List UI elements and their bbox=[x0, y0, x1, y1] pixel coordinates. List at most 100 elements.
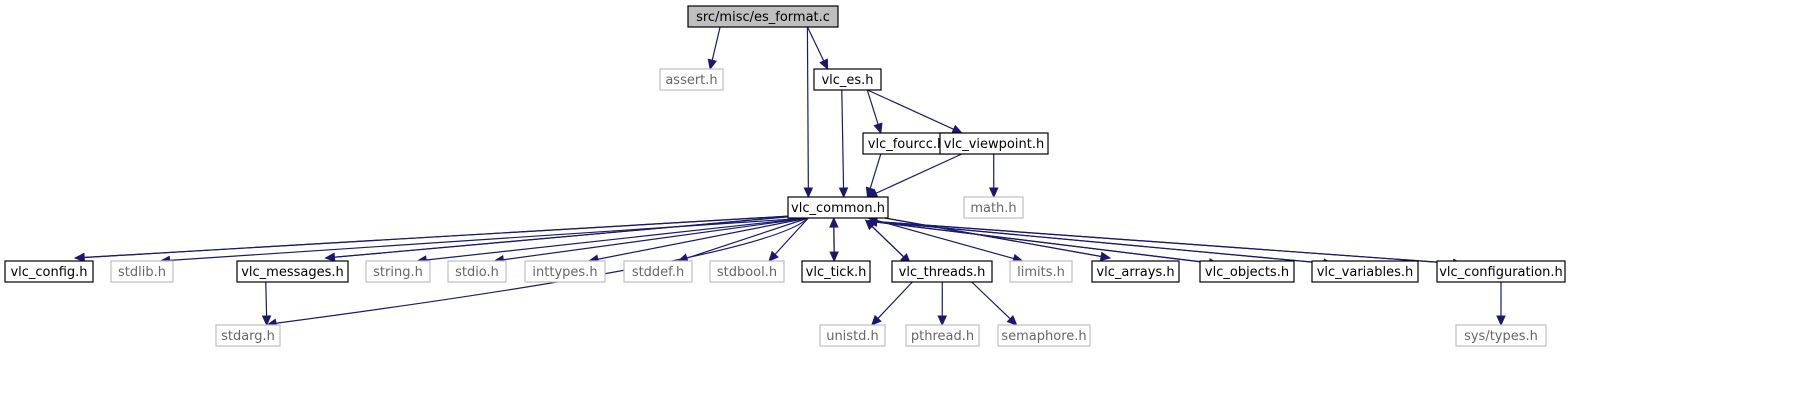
edge-vlc-viewpoint-to-vlc-common bbox=[866, 153, 963, 198]
edge-line bbox=[876, 221, 1334, 265]
node-box bbox=[365, 260, 431, 283]
node-label: vlc_configuration.h bbox=[1439, 265, 1563, 280]
edge-line bbox=[806, 26, 809, 189]
node-stdlib: stdlib.h bbox=[110, 260, 174, 283]
edge-es-format-to-vlc-es bbox=[806, 26, 829, 71]
node-unistd: unistd.h bbox=[819, 324, 886, 347]
edge-vlc-common-to-stdbool bbox=[768, 217, 809, 262]
edge-vlc-es-to-vlc-fourcc bbox=[866, 89, 883, 135]
edge-es-format-to-assert bbox=[707, 26, 721, 71]
node-label: vlc_es.h bbox=[821, 73, 873, 88]
edge-vlc-common-to-stdio bbox=[493, 217, 809, 265]
node-stdarg: stdarg.h bbox=[215, 324, 281, 347]
node-label: stdarg.h bbox=[221, 329, 275, 344]
node-label: vlc_config.h bbox=[10, 265, 87, 280]
node-box bbox=[623, 260, 693, 283]
node-label: stdio.h bbox=[455, 265, 499, 280]
edge-line bbox=[871, 225, 911, 264]
node-vlc-arrays[interactable]: vlc_arrays.h bbox=[1091, 260, 1180, 283]
node-box bbox=[709, 260, 785, 283]
node-math: math.h bbox=[963, 196, 1024, 219]
edge-line bbox=[877, 281, 913, 319]
node-vlc-objects[interactable]: vlc_objects.h bbox=[1199, 260, 1295, 283]
edge-vlc-messages-to-stdarg bbox=[261, 281, 272, 327]
node-label: limits.h bbox=[1017, 265, 1065, 280]
node-box bbox=[1091, 260, 1180, 283]
node-vlc-variables[interactable]: vlc_variables.h bbox=[1311, 260, 1419, 283]
edge-arrowhead bbox=[829, 216, 839, 228]
edge-line bbox=[869, 153, 882, 189]
edge-vlc-viewpoint-to-math bbox=[989, 153, 999, 199]
node-box bbox=[447, 260, 507, 283]
node-label: vlc_viewpoint.h bbox=[944, 137, 1044, 152]
edge-arrowhead bbox=[803, 187, 814, 199]
edge-line bbox=[686, 217, 809, 259]
edge-arrowhead bbox=[989, 187, 999, 199]
node-vlc-es[interactable]: vlc_es.h bbox=[813, 68, 882, 91]
edge-vlc-threads-to-unistd bbox=[870, 281, 913, 326]
edge-arrowhead bbox=[937, 315, 947, 327]
edge-arrowhead bbox=[819, 58, 829, 71]
node-box bbox=[1455, 324, 1547, 347]
edge-vlc-common-to-string bbox=[415, 217, 809, 265]
node-label: vlc_tick.h bbox=[806, 265, 867, 280]
node-vlc-common[interactable]: vlc_common.h bbox=[787, 196, 889, 219]
node-box bbox=[813, 68, 882, 91]
node-vlc-config[interactable]: vlc_config.h bbox=[4, 260, 94, 283]
node-label: semaphore.h bbox=[1001, 329, 1086, 344]
node-box bbox=[659, 68, 724, 91]
node-label: stdbool.h bbox=[717, 265, 777, 280]
edge-arrowhead bbox=[1006, 314, 1018, 326]
node-label: vlc_fourcc.h bbox=[868, 137, 945, 152]
node-label: pthread.h bbox=[911, 329, 974, 344]
node-label: vlc_objects.h bbox=[1205, 265, 1289, 280]
node-semaphore: semaphore.h bbox=[997, 324, 1091, 347]
edge-vlc-threads-to-semaphore bbox=[971, 281, 1018, 326]
edge-line bbox=[867, 89, 954, 130]
node-label: unistd.h bbox=[826, 329, 879, 344]
edge-vlc-config-to-vlc-common bbox=[75, 210, 810, 259]
node-box bbox=[997, 324, 1091, 347]
edge-vlc-tick-to-vlc-common bbox=[829, 216, 839, 262]
edge-line bbox=[876, 221, 1219, 265]
edge-arrowhead bbox=[261, 315, 272, 327]
edge-arrowhead bbox=[866, 216, 878, 227]
edge-line bbox=[876, 221, 1463, 265]
node-vlc-viewpoint[interactable]: vlc_viewpoint.h bbox=[939, 132, 1049, 155]
edge-line bbox=[866, 89, 879, 125]
edge-vlc-common-to-limits bbox=[867, 217, 1024, 264]
edge-line bbox=[325, 215, 799, 259]
edge-line bbox=[971, 281, 1011, 320]
node-box bbox=[939, 132, 1049, 155]
edge-arrowhead bbox=[951, 124, 963, 134]
node-box bbox=[524, 260, 606, 283]
edge-arrowhead bbox=[870, 314, 882, 326]
node-label: vlc_messages.h bbox=[241, 265, 344, 280]
node-box bbox=[1199, 260, 1295, 283]
node-pthread: pthread.h bbox=[905, 324, 980, 347]
node-vlc-fourcc[interactable]: vlc_fourcc.h bbox=[862, 132, 951, 155]
node-label: stddef.h bbox=[632, 265, 684, 280]
node-box bbox=[1009, 260, 1073, 283]
node-vlc-tick[interactable]: vlc_tick.h bbox=[801, 260, 871, 283]
edge-vlc-configuration-to-vlc-common bbox=[866, 216, 1463, 265]
node-box bbox=[787, 196, 889, 219]
node-stdio: stdio.h bbox=[447, 260, 507, 283]
edge-line bbox=[841, 89, 845, 189]
node-box bbox=[1436, 260, 1566, 283]
node-es-format[interactable]: src/misc/es_format.c bbox=[687, 5, 839, 28]
node-vlc-threads[interactable]: vlc_threads.h bbox=[891, 260, 993, 283]
edge-line bbox=[503, 217, 809, 261]
node-label: src/misc/es_format.c bbox=[696, 10, 830, 25]
edge-arrowhead bbox=[873, 122, 883, 135]
edge-arrowhead bbox=[1496, 315, 1506, 327]
node-box bbox=[236, 260, 349, 283]
node-vlc-configuration[interactable]: vlc_configuration.h bbox=[1436, 260, 1566, 283]
node-box bbox=[4, 260, 94, 283]
edge-line bbox=[711, 26, 721, 61]
node-box bbox=[905, 324, 980, 347]
node-vlc-messages[interactable]: vlc_messages.h bbox=[236, 260, 349, 283]
node-label: math.h bbox=[970, 201, 1016, 216]
